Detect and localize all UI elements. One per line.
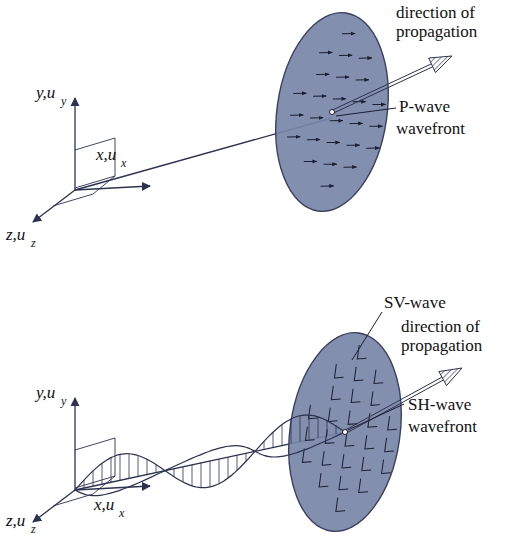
axis-label: z,u bbox=[6, 512, 25, 531]
leader-line bbox=[336, 108, 396, 116]
leader-lines bbox=[336, 108, 404, 430]
axis-label: z,u bbox=[6, 226, 25, 245]
axis-subscript: x bbox=[121, 157, 126, 170]
wavefront-label: wavefront bbox=[408, 418, 477, 437]
wave-label: SH-wave bbox=[408, 396, 471, 415]
sh-wave-curve bbox=[75, 432, 345, 496]
axis-subscript: y bbox=[61, 395, 66, 408]
shear-wave-ribbon bbox=[75, 415, 345, 496]
wave-label: P-wave bbox=[399, 98, 450, 117]
wave-label: SV-wave bbox=[384, 294, 446, 313]
sv-wave-curve bbox=[75, 415, 345, 490]
axis-subscript: z bbox=[31, 237, 36, 250]
axis-subscript: y bbox=[61, 95, 66, 108]
axis-label: y,u bbox=[36, 84, 55, 103]
wavefront-disc bbox=[264, 5, 401, 218]
wavefront-label: wavefront bbox=[396, 120, 465, 139]
leader-line bbox=[348, 404, 404, 430]
axis-subscript: x bbox=[119, 507, 124, 520]
leader-line bbox=[352, 312, 382, 360]
propagation-label: direction of propagation bbox=[396, 4, 522, 41]
projection-box bbox=[53, 176, 115, 206]
axis-label: x,u bbox=[96, 146, 116, 165]
propagation-arrows bbox=[330, 56, 463, 435]
wavefront-discs bbox=[264, 5, 414, 538]
wavefront-disc bbox=[277, 325, 414, 538]
axis-label: x,u bbox=[94, 496, 114, 515]
y-axis bbox=[74, 98, 75, 190]
axis-label: y,u bbox=[36, 384, 55, 403]
axis-subscript: z bbox=[31, 523, 36, 536]
propagation-label: direction of propagation bbox=[401, 318, 527, 355]
x-axis-tick bbox=[75, 486, 150, 490]
x-axis-tick bbox=[75, 186, 150, 190]
y-axis bbox=[74, 398, 75, 490]
